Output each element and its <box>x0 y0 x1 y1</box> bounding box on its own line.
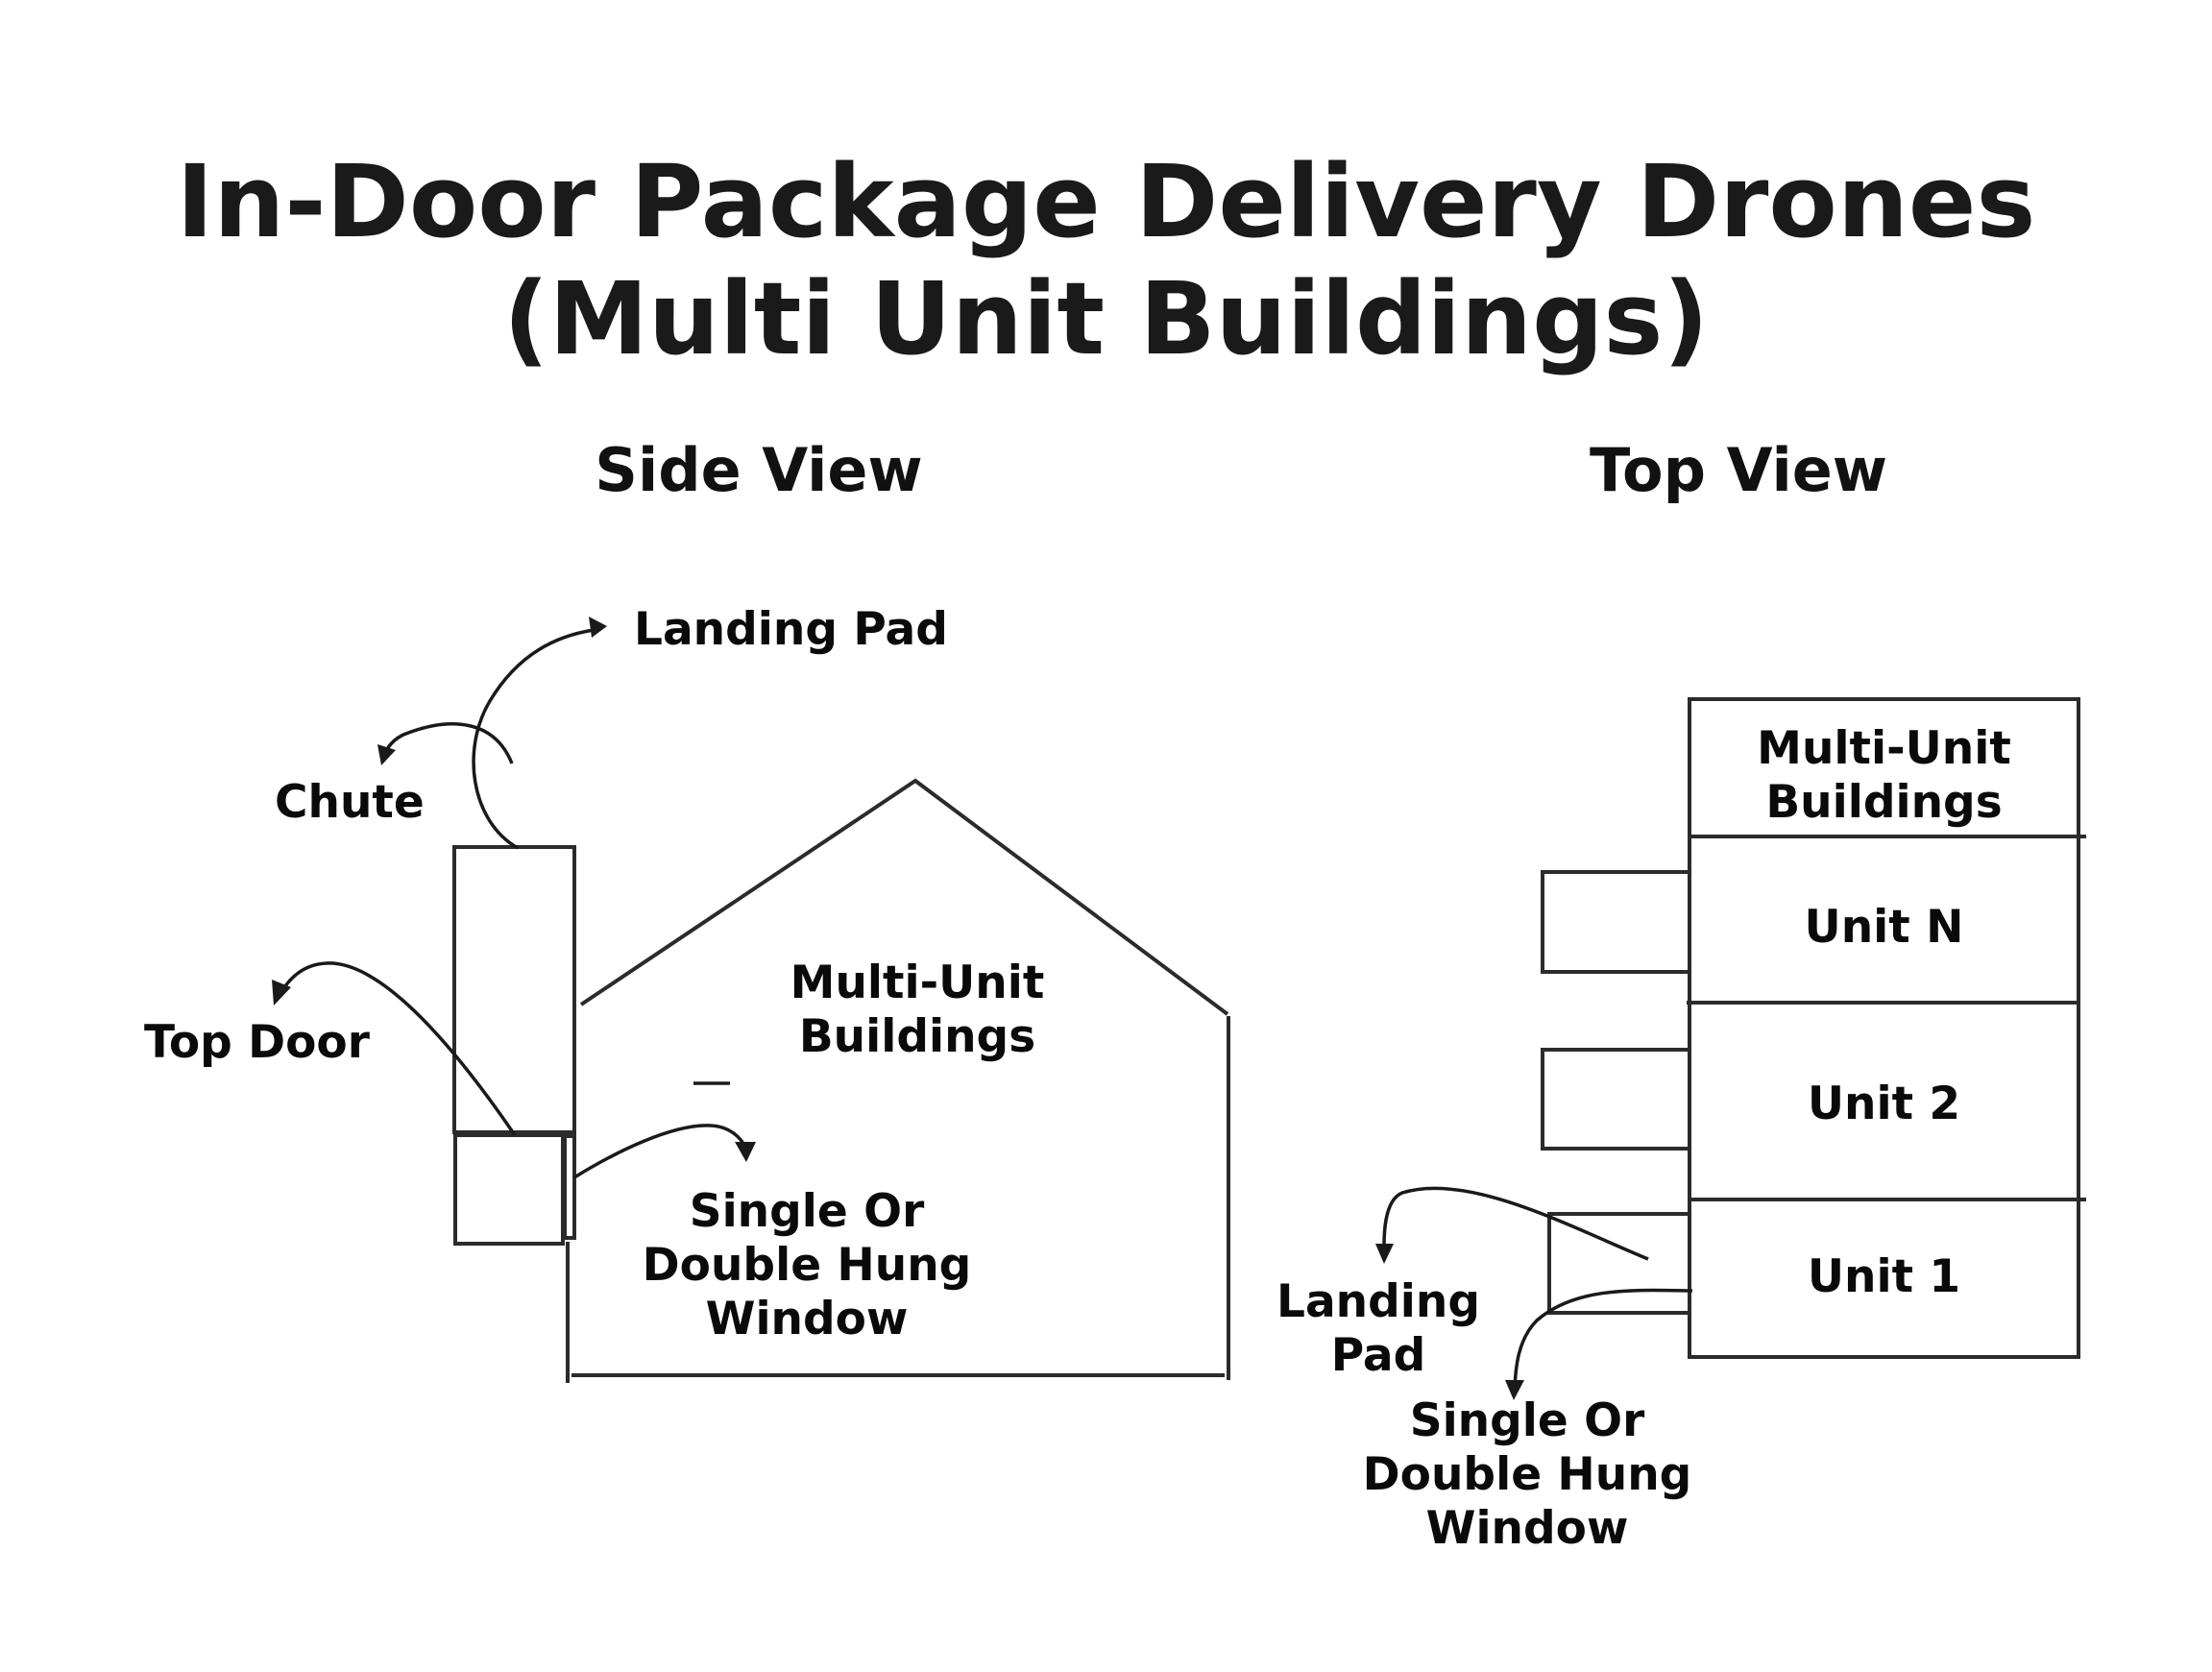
top-window-label-line3: Window <box>1425 1502 1629 1555</box>
unit-1-label: Unit 1 <box>1807 1250 1961 1303</box>
landing-pad-label: Landing Pad <box>634 603 948 656</box>
top-door-label: Top Door <box>144 1016 370 1069</box>
chute-label: Chute <box>275 776 425 829</box>
side-window-label-line1: Single Or <box>689 1185 925 1238</box>
window-arrowhead-icon <box>735 1142 756 1162</box>
top-building-outline <box>1688 697 2080 1359</box>
top-landing-pad-label-line2: Pad <box>1330 1329 1426 1382</box>
top-view-heading: Top View <box>1589 435 1888 505</box>
side-building-label: Multi-Unit Buildings <box>749 957 1085 1064</box>
top-window-arrowhead-icon <box>1505 1380 1524 1400</box>
top-door-arrow <box>279 961 517 1136</box>
top-door-arrowhead-icon <box>272 980 291 1006</box>
building-roof <box>579 778 1229 1016</box>
top-building-label: Multi-Unit Buildings <box>1689 722 2078 830</box>
top-building-label-line2: Buildings <box>1765 776 2003 829</box>
side-building-label-line1: Multi-Unit <box>790 957 1045 1009</box>
side-window-label-line2: Double Hung <box>642 1239 972 1292</box>
top-window-label-line1: Single Or <box>1409 1394 1645 1447</box>
side-window-label: Single Or Double Hung Window <box>605 1185 1009 1346</box>
top-landing-pad-label-line1: Landing <box>1276 1275 1480 1328</box>
side-view-drawing <box>272 617 1230 1383</box>
window-strip <box>563 1134 576 1240</box>
side-view-heading: Side View <box>595 435 923 505</box>
top-landing-pad-arrowhead-icon <box>1375 1244 1394 1264</box>
unit-2-label: Unit 2 <box>1807 1078 1961 1130</box>
page-title-line2: (Multi Unit Buildings) <box>503 260 1709 377</box>
unit-n-landing-pad <box>1541 870 1688 974</box>
top-window-label-line2: Double Hung <box>1362 1448 1692 1501</box>
top-window-label: Single Or Double Hung Window <box>1325 1394 1729 1556</box>
page-title-line1: In-Door Package Delivery Drones <box>176 143 2036 260</box>
unit-2-landing-pad <box>1541 1048 1688 1151</box>
chute-shaft <box>452 845 576 1134</box>
landing-pad-arrowhead-icon <box>589 617 607 638</box>
chute-arrowhead-icon <box>377 744 396 765</box>
side-window-label-line3: Window <box>705 1293 909 1345</box>
side-building-label-line2: Buildings <box>798 1010 1036 1063</box>
landing-pad-arrow <box>472 628 595 850</box>
unit-1-landing-pad <box>1547 1212 1688 1315</box>
top-landing-pad-label: Landing Pad <box>1258 1275 1498 1383</box>
unit-n-label: Unit N <box>1804 901 1964 954</box>
top-door-box <box>453 1133 565 1246</box>
top-building-label-line1: Multi-Unit <box>1757 722 2011 775</box>
top-window-arrow <box>1513 1288 1693 1389</box>
top-view-drawing <box>1375 697 2086 1400</box>
window-arrow <box>573 1124 747 1179</box>
top-landing-pad-arrow <box>1382 1186 1649 1261</box>
chute-arrow <box>384 722 514 764</box>
